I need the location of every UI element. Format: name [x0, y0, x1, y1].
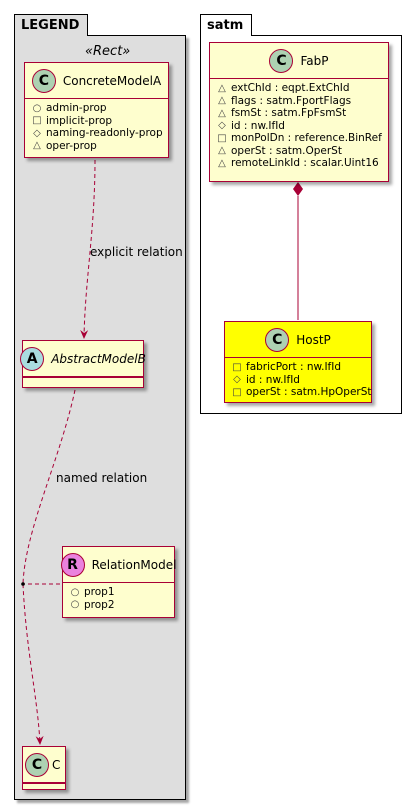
visibility-public-icon: ○ [32, 102, 42, 114]
class-name: C [52, 757, 61, 772]
attribute-text: monPolDn : reference.BinRef [231, 132, 382, 145]
edge-explicit-relation [80, 159, 96, 339]
visibility-package-icon: △ [33, 140, 41, 152]
satm-package-title: satm [200, 14, 253, 36]
attribute-row: ◇ naming-readonly-prop [31, 127, 163, 140]
attribute-text: implicit-prop [46, 114, 113, 127]
class-name: FabP [300, 53, 329, 68]
explicit-relation-label: explicit relation [90, 245, 183, 259]
class-header: C C [23, 747, 65, 783]
class-header: C ConcreteModelA [25, 63, 168, 99]
attribute-text: fabricPort : nw.IfId [246, 361, 342, 374]
class-name: ConcreteModelA [62, 73, 162, 88]
attribute-row: ◇ id : nw.IfId [216, 120, 382, 133]
visibility-protected-icon: ◇ [33, 127, 41, 139]
visibility-package-icon: △ [218, 107, 226, 119]
class-badge-icon: C [265, 327, 290, 352]
class-attributes: ○ admin-prop □ implicit-prop ◇ naming-reado… [25, 99, 168, 154]
class-concrete-model-a[interactable]: C ConcreteModelA ○ admin-prop □ implicit-p… [24, 62, 169, 158]
attribute-row: □ operSt : satm.HpOperSt [231, 386, 371, 399]
class-header: A AbstractModelB [20, 341, 146, 377]
class-name: AbstractModelB [51, 351, 146, 366]
attribute-text: remoteLinkId : scalar.Uint16 [231, 157, 379, 170]
named-relation-label: named relation [56, 471, 148, 485]
attribute-text: operSt : satm.OperSt [231, 144, 342, 157]
visibility-package-icon: △ [218, 82, 226, 94]
edge-named-relation [22, 389, 76, 585]
visibility-private-icon: □ [232, 386, 242, 398]
attribute-row: □ monPolDn : reference.BinRef [216, 132, 382, 145]
class-badge-icon: C [25, 752, 49, 777]
edge-named-relation-target [22, 583, 44, 745]
attribute-text: extChId : eqpt.ExtChId [231, 82, 350, 95]
attribute-row: △ oper-prop [31, 140, 162, 153]
class-header: R RelationModel [60, 547, 177, 583]
visibility-public-icon: ○ [70, 586, 80, 598]
attribute-text: fsmSt : satm.FpFsmSt [231, 107, 347, 120]
class-name: RelationModel [91, 557, 177, 572]
legend-package-body [14, 35, 186, 800]
visibility-package-icon: △ [218, 95, 226, 107]
attribute-text: naming-readonly-prop [46, 127, 163, 140]
attribute-text: prop2 [84, 598, 115, 611]
class-header: C FabP [210, 43, 388, 79]
attribute-text: prop1 [84, 586, 115, 599]
class-c[interactable]: C C [22, 746, 66, 790]
class-header: C HostP [225, 322, 371, 358]
visibility-protected-icon: ◇ [233, 374, 241, 386]
attribute-row: △ flags : satm.FportFlags [216, 95, 382, 108]
class-name: HostP [296, 332, 331, 347]
class-fabp[interactable]: C FabP △ extChId : eqpt.ExtChId △ flags : … [209, 42, 389, 182]
attribute-text: id : nw.IfId [246, 373, 300, 386]
attribute-text: id : nw.IfId [231, 119, 285, 132]
abstract-badge-icon: A [20, 346, 45, 371]
class-attributes: ○ prop1 ○ prop2 [63, 583, 174, 613]
visibility-package-icon: △ [218, 157, 226, 169]
class-hostp[interactable]: C HostP □ fabricPort : nw.IfId ◇ id : nw.I… [224, 321, 372, 403]
class-empty-section [23, 377, 143, 386]
visibility-private-icon: □ [32, 115, 42, 127]
attribute-text: admin-prop [46, 102, 107, 115]
attribute-row: ○ admin-prop [31, 102, 162, 115]
attribute-text: flags : satm.FportFlags [231, 94, 352, 107]
class-empty-section [23, 783, 65, 792]
visibility-public-icon: ○ [70, 599, 80, 611]
visibility-private-icon: □ [217, 132, 227, 144]
class-relation-model[interactable]: R RelationModel ○ prop1 ○ prop2 [60, 546, 177, 618]
composition-diamond [293, 182, 303, 196]
visibility-protected-icon: ◇ [218, 120, 226, 132]
class-badge-icon: C [31, 68, 56, 93]
attribute-row: ◇ id : nw.IfId [231, 374, 365, 387]
visibility-private-icon: □ [232, 361, 242, 373]
relation-junction [21, 582, 25, 586]
class-abstract-model-b[interactable]: A AbstractModelB [20, 340, 146, 388]
attribute-row: ○ prop2 [69, 599, 168, 612]
legend-package-title: LEGEND [14, 14, 89, 36]
attribute-row: △ extChId : eqpt.ExtChId [216, 82, 382, 95]
attribute-row: △ operSt : satm.OperSt [216, 145, 382, 158]
attribute-text: oper-prop [46, 139, 97, 152]
relation-badge-icon: R [60, 552, 85, 577]
attribute-row: ○ prop1 [69, 586, 168, 599]
attribute-row: △ fsmSt : satm.FpFsmSt [216, 107, 382, 120]
class-attributes: □ fabricPort : nw.IfId ◇ id : nw.IfId □ ope… [225, 358, 371, 401]
legend-stereotype: «Rect» [85, 44, 131, 59]
attribute-text: operSt : satm.HpOperSt [246, 386, 372, 399]
attribute-row: □ implicit-prop [31, 115, 162, 128]
visibility-package-icon: △ [218, 145, 226, 157]
class-attributes: △ extChId : eqpt.ExtChId △ flags : satm.Fp… [210, 79, 388, 172]
attribute-row: △ remoteLinkId : scalar.Uint16 [216, 157, 382, 170]
attribute-row: □ fabricPort : nw.IfId [231, 361, 365, 374]
class-badge-icon: C [269, 48, 294, 73]
legend-package: LEGEND [14, 14, 186, 800]
